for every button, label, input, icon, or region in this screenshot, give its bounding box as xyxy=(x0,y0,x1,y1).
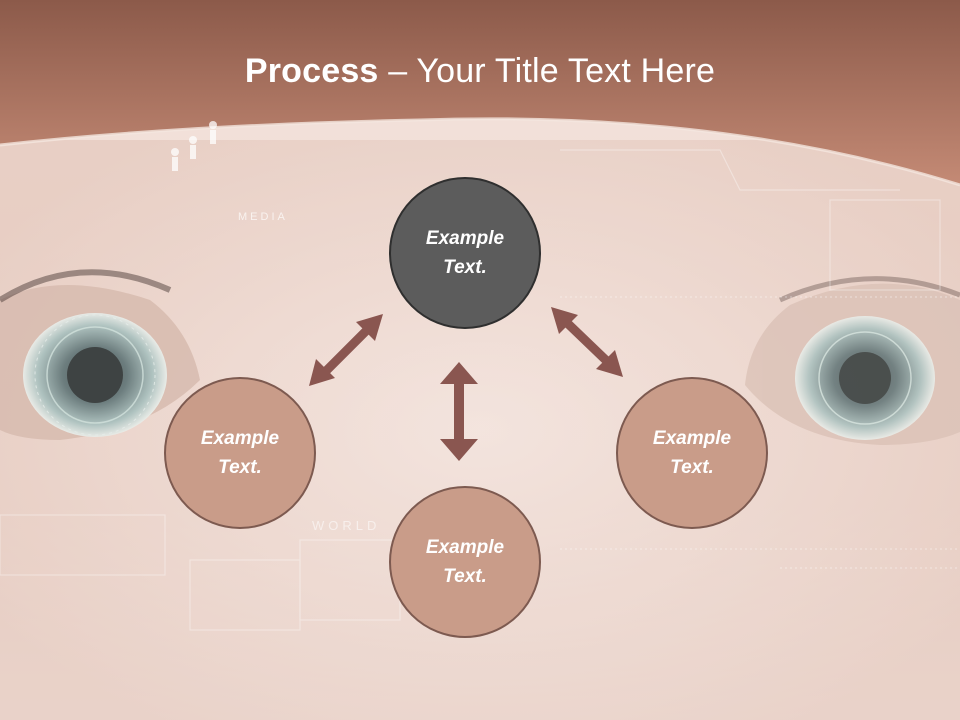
node-right-label: Example Text. xyxy=(652,428,732,478)
slide-title: Process – Your Title Text Here xyxy=(0,52,960,91)
arrow-vertical xyxy=(440,362,478,461)
left-eye-image xyxy=(0,269,200,440)
node-left-label: Example Text. xyxy=(200,428,280,478)
binary-strip xyxy=(560,296,960,569)
node-top-label: Example Text. xyxy=(425,228,505,278)
process-node-left[interactable]: Example Text. xyxy=(164,377,316,529)
title-bold: Process xyxy=(244,52,379,90)
node-bottom-label: Example Text. xyxy=(425,537,505,587)
process-node-top[interactable]: Example Text. xyxy=(389,177,541,329)
media-label: MEDIA xyxy=(238,211,288,223)
title-rest: – Your Title Text Here xyxy=(378,52,716,90)
arrow-top-right xyxy=(551,307,623,377)
header-band xyxy=(0,0,960,185)
process-node-bottom[interactable]: Example Text. xyxy=(389,486,541,638)
process-node-right[interactable]: Example Text. xyxy=(616,377,768,529)
people-icon xyxy=(171,121,217,171)
right-eye-image xyxy=(745,276,960,445)
arrow-top-left xyxy=(309,314,383,386)
world-label: WORLD xyxy=(312,518,380,533)
